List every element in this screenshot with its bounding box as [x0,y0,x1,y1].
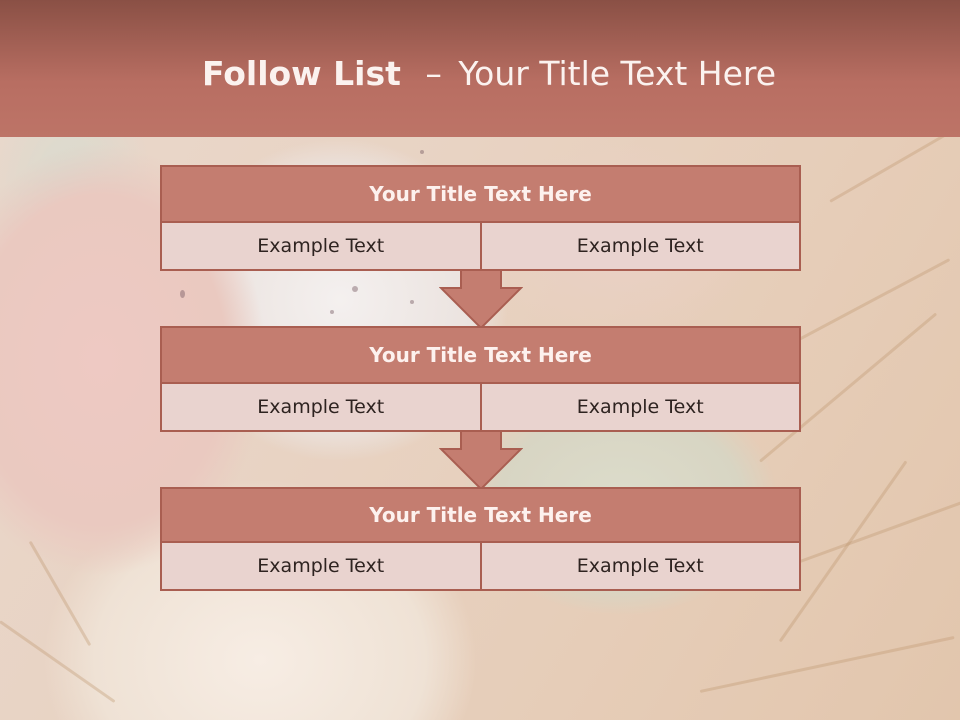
slide-title-bold: Follow List [202,54,401,93]
slide-title: Follow List – Your Title Text Here [202,54,776,93]
list-block-3[interactable]: Your Title Text Here Example Text Exampl… [160,487,801,591]
block-cell-right[interactable]: Example Text [479,541,801,591]
block-cell-left[interactable]: Example Text [160,541,482,591]
block-title[interactable]: Your Title Text Here [160,326,801,384]
block-cell-left[interactable]: Example Text [160,382,482,432]
block-cell-right[interactable]: Example Text [479,221,801,271]
title-banner [0,0,960,137]
block-cell-right[interactable]: Example Text [479,382,801,432]
block-title[interactable]: Your Title Text Here [160,487,801,543]
block-title[interactable]: Your Title Text Here [160,165,801,223]
down-arrow-icon [439,430,523,491]
slide-title-dash: – [425,54,442,93]
slide-title-rest: Your Title Text Here [458,54,777,93]
block-cell-left[interactable]: Example Text [160,221,482,271]
list-block-1[interactable]: Your Title Text Here Example Text Exampl… [160,165,801,271]
list-block-2[interactable]: Your Title Text Here Example Text Exampl… [160,326,801,432]
down-arrow-icon [439,269,523,330]
